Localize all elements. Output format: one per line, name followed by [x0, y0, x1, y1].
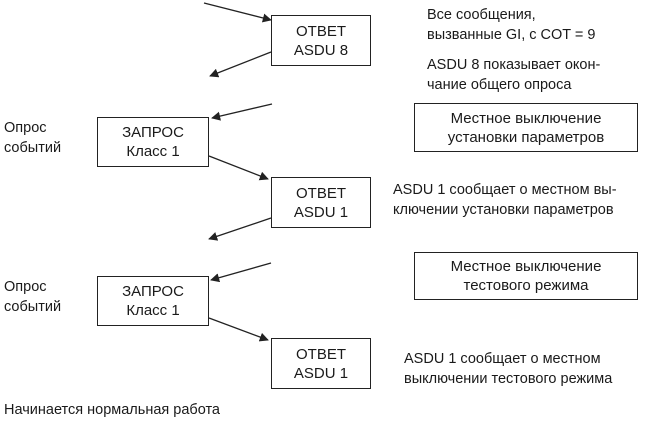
normal-operation-text: Начинается нормальная работа [4, 402, 220, 418]
event-test-line-1: Местное выключение [450, 258, 602, 275]
event-local-param-off-box: Местное выключение установки параметров [414, 103, 638, 152]
event-poll-1-line-1: Опрос [4, 120, 47, 136]
arrow-request-2-to-slave [210, 262, 272, 283]
answer-asdu1-b-line-1: ОТВЕТ [295, 345, 346, 363]
answer-asdu1-a-line-1: ОТВЕТ [295, 184, 346, 202]
answer-asdu8-block: ОТВЕТ ASDU 8 [271, 15, 371, 66]
arrow-request-1-to-answer [208, 155, 269, 181]
arrow-request-2-to-answer [208, 317, 269, 342]
request-1-line-2: Класс 1 [126, 143, 180, 160]
note-asdu1-param-line-2: ключении установки параметров [393, 202, 614, 218]
arrow-asdu1-a-to-master [208, 217, 272, 241]
request-2-line-1: ЗАПРОС [122, 283, 184, 300]
answer-asdu8-line-1: ОТВЕТ [295, 22, 346, 40]
note-asdu8-line-2: чание общего опроса [427, 77, 572, 93]
note-asdu1-param: ASDU 1 сообщает о местном вы- ключении у… [393, 180, 617, 220]
arrow-incoming-gi [203, 2, 272, 23]
event-poll-2-line-1: Опрос [4, 279, 47, 295]
note-normal-operation: Начинается нормальная работа [4, 400, 220, 420]
request-1-block: ЗАПРОС Класс 1 [97, 117, 209, 167]
arrow-request-1-to-slave [211, 103, 273, 121]
note-asdu1-param-line-1: ASDU 1 сообщает о местном вы- [393, 182, 617, 198]
side-label-event-poll-1: Опрос событий [4, 118, 61, 158]
note-all-messages-gi: Все сообщения, вызванные GI, с COT = 9 [427, 5, 596, 45]
event-poll-2-line-2: событий [4, 299, 62, 315]
request-2-block: ЗАПРОС Класс 1 [97, 276, 209, 326]
note-asdu1-test-line-2: выключении тестового режима [404, 371, 613, 387]
note-asdu8-end-of-gi: ASDU 8 показывает окон- чание общего опр… [427, 55, 600, 95]
request-2-line-2: Класс 1 [126, 302, 180, 319]
side-label-event-poll-2: Опрос событий [4, 277, 61, 317]
event-test-line-2: тестового режима [463, 277, 589, 294]
note-gi-line-2: вызванные GI, с COT = 9 [427, 27, 596, 43]
answer-asdu8-line-2: ASDU 8 [293, 41, 349, 59]
arrow-asdu8-to-master [209, 51, 272, 78]
event-param-line-1: Местное выключение [450, 109, 602, 127]
note-gi-line-1: Все сообщения, [427, 7, 536, 23]
answer-asdu1-b-line-2: ASDU 1 [293, 364, 349, 382]
event-param-line-2: установки параметров [447, 128, 605, 146]
request-1-line-1: ЗАПРОС [122, 124, 184, 141]
note-asdu8-line-1: ASDU 8 показывает окон- [427, 57, 601, 73]
note-asdu1-test: ASDU 1 сообщает о местном выключении тес… [404, 349, 612, 389]
event-poll-1-line-2: событий [4, 140, 62, 156]
answer-asdu1-b-block: ОТВЕТ ASDU 1 [271, 338, 371, 389]
event-local-test-off-box: Местное выключение тестового режима [414, 252, 638, 300]
note-asdu1-test-line-1: ASDU 1 сообщает о местном [404, 351, 601, 367]
answer-asdu1-a-line-2: ASDU 1 [293, 203, 349, 221]
answer-asdu1-a-block: ОТВЕТ ASDU 1 [271, 177, 371, 228]
